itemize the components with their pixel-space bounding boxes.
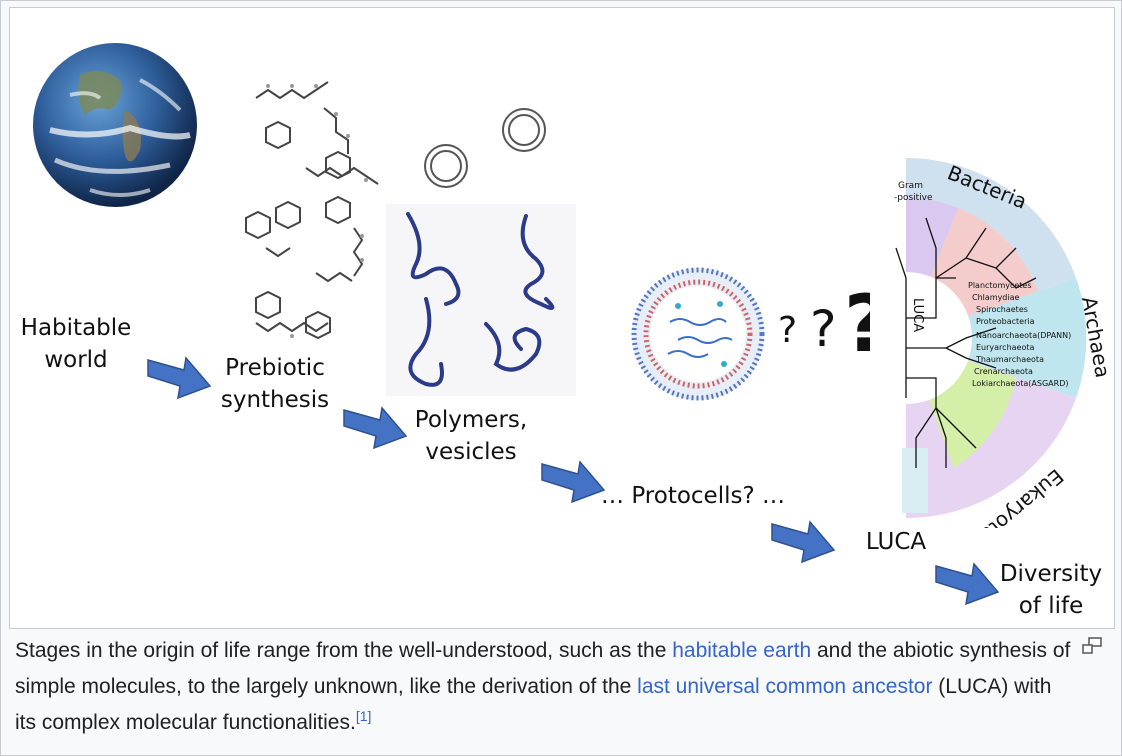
earth-image xyxy=(33,43,197,207)
tree-of-life: Nanoarchaeota(DPANN) Euryarchaeota Thaum… xyxy=(870,148,1114,528)
taxon-label: Planctomycetes xyxy=(968,281,1032,290)
taxon-label: Spirochaetes xyxy=(976,305,1028,314)
reference-link[interactable]: [1] xyxy=(355,708,372,724)
figure-caption: Stages in the origin of life range from … xyxy=(15,633,1075,741)
question-mark: ? xyxy=(810,300,837,358)
stage-diversity-of-life: Diversity of life xyxy=(999,561,1103,619)
link-habitable-earth[interactable]: habitable earth xyxy=(672,639,812,662)
arrow-icon xyxy=(935,562,1000,606)
stage-habitable-world: Habitable world xyxy=(20,315,132,373)
protocell-image xyxy=(631,267,765,401)
arrow-icon xyxy=(343,406,408,450)
taxon-label: Euryarchaeota xyxy=(976,343,1034,352)
taxon-label: Crenarchaeota xyxy=(974,367,1033,376)
group-gram-positive: -positive xyxy=(894,193,933,203)
question-mark: ? xyxy=(778,310,798,351)
taxon-label: Proteobacteria xyxy=(976,317,1035,326)
arrow-icon xyxy=(147,356,212,400)
origin-of-life-diagram[interactable]: ? ? ? xyxy=(9,7,1115,629)
taxon-label: Chlamydiae xyxy=(972,293,1020,302)
polymers-image xyxy=(386,204,576,396)
taxon-label: Nanoarchaeota(DPANN) xyxy=(976,331,1071,340)
caption-text: (LUCA) with its complex molecular functi… xyxy=(15,675,1052,734)
stage-luca: LUCA xyxy=(865,529,927,555)
molecules-image xyxy=(245,81,379,340)
taxon-label: Lokiarchaeota(ASGARD) xyxy=(972,379,1069,388)
stage-prebiotic-synthesis: Prebiotic synthesis xyxy=(220,355,330,413)
stage-polymers-vesicles: Polymers, vesicles xyxy=(414,407,528,465)
caption-text: Stages in the origin of life range from … xyxy=(15,639,673,662)
caption-text: and the abiotic synthesis of simple mole… xyxy=(15,639,1071,698)
enlarge-icon[interactable] xyxy=(1081,637,1103,655)
vesicle-icon xyxy=(424,144,468,188)
link-last-universal-common-ancestor[interactable]: last universal common ancestor xyxy=(637,675,933,698)
arrow-icon xyxy=(771,520,836,564)
taxon-label: Thaumarchaeota xyxy=(975,355,1044,364)
vesicle-icon xyxy=(502,108,546,152)
stage-protocells: … Protocells? … xyxy=(601,483,785,509)
arrow-icon xyxy=(541,460,606,504)
group-gram-positive: Gram xyxy=(898,181,923,191)
tree-root-luca: LUCA xyxy=(910,298,925,332)
